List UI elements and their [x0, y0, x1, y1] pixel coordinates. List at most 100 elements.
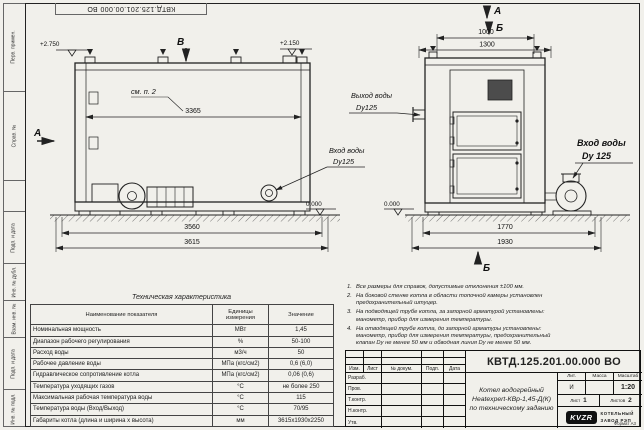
title-block-cell	[444, 351, 466, 358]
boiler-body	[74, 62, 311, 203]
tech-cell: 115	[268, 392, 334, 405]
elevation-marks-left	[56, 48, 336, 216]
lit-label: Лит.	[558, 373, 586, 381]
title-block-cell	[382, 351, 422, 358]
tech-cell: 50	[268, 346, 334, 360]
dim-1770: 1770	[497, 224, 513, 231]
title-block: Изм. Лист № докум. Подп. Дата Разраб. Пр…	[345, 350, 642, 428]
inlet-label-side-1: Вход воды	[329, 146, 365, 155]
role-razrab: Разраб.	[346, 373, 382, 384]
frame-cell: Справ. №	[3, 92, 25, 181]
note-text: На отводящей трубе котла, до запорной ар…	[356, 325, 551, 347]
frame-cell: Инв. № дубл.	[3, 264, 25, 301]
elevation-right-label: +2.150	[280, 40, 300, 47]
frame-cell: Взам. инв. №	[3, 301, 25, 338]
tech-cell: 70/95	[268, 403, 334, 416]
roof-stub	[282, 55, 297, 64]
tech-header-name: Наименование показателя	[30, 303, 213, 326]
tech-cell: Температура воды (Вход/Выход)	[30, 403, 213, 416]
product-title-line3: по техническому заданию	[469, 404, 554, 412]
inlet-flange	[260, 184, 278, 202]
tech-cell: Температура уходящих газов	[30, 380, 213, 394]
tech-cell: Гидравлическое сопротивление котла	[30, 369, 213, 382]
title-block-cell	[382, 395, 422, 406]
section-v-label: В	[177, 37, 184, 48]
role-nkontr: Н.контр.	[346, 406, 382, 417]
notes-list: 1.Все размеры для справок, допустимые от…	[347, 284, 561, 349]
lit-value: И	[558, 381, 586, 395]
title-block-cell	[346, 351, 364, 358]
elevation-mark-end	[384, 208, 414, 216]
tech-cell: %	[212, 335, 269, 348]
title-block-cell	[422, 373, 444, 384]
title-block-cell	[346, 358, 364, 365]
company-name: КОТЕЛЬНЫЙ ЗАВОД РЭП	[601, 411, 634, 423]
tech-cell: Номинальная мощность	[30, 324, 213, 337]
dim-1930: 1930	[497, 239, 513, 246]
tech-cell: Диапазон рабочего регулирования	[30, 335, 213, 348]
leader-lines-end	[349, 112, 633, 179]
section-b-bottom-label: Б	[483, 263, 490, 274]
title-block-cell	[382, 417, 422, 428]
tech-cell: не более 250	[268, 380, 334, 394]
tech-cell: 0,6 (6,0)	[268, 358, 334, 371]
title-block-cell	[364, 351, 382, 358]
dim-3560: 3560	[184, 224, 200, 231]
side-view-dimensions	[55, 114, 329, 252]
top-corner-stamp: КВТД.125.201.00.000 ВО	[55, 3, 207, 15]
scale-label: Масштаб	[614, 373, 642, 381]
tech-header-value: Значение	[268, 303, 334, 326]
role-utv: Утв.	[346, 417, 382, 428]
note-item: 1.Все размеры для справок, допустимые от…	[347, 284, 561, 291]
title-block-cell	[422, 384, 444, 395]
dim-1300: 1300	[479, 42, 495, 49]
format-note: Формат А3	[613, 421, 636, 426]
sheet-cell: Лист 1	[558, 395, 600, 407]
tech-characteristics: Техническая характеристика Наименование …	[30, 294, 334, 428]
company-logo: KVZR	[566, 411, 597, 424]
note-text: Все размеры для справок, допустимые откл…	[356, 284, 525, 290]
elevation-zero-label-left: 0.000	[306, 201, 322, 208]
title-block-cell	[382, 406, 422, 417]
boiler-side-view	[37, 48, 365, 252]
inlet-label-side-2: Dy125	[333, 157, 355, 166]
note-item: 3.На подводящей трубе котла, за запорной…	[347, 309, 561, 324]
sheet-value: 1	[583, 397, 587, 404]
product-title: Котел водогрейный Heatexpert-КВр-1,45-Д(…	[466, 373, 558, 428]
frame-cell: Перв. примен.	[3, 3, 25, 92]
company-name-line2: ЗАВОД РЭП	[600, 417, 632, 423]
section-a-label: А	[33, 128, 41, 139]
support-skid-end	[424, 202, 546, 216]
title-block-cell	[444, 395, 466, 406]
ground-hatch	[50, 215, 340, 222]
sheets-value: 2	[628, 397, 632, 404]
tech-cell: 50-100	[268, 335, 334, 348]
inlet-label-end-1: Вход воды	[577, 138, 626, 148]
note-text: На подводящей трубе котла, за запорной а…	[356, 309, 545, 323]
title-block-cell	[382, 373, 422, 384]
title-block-cell	[364, 358, 382, 365]
role-prov: Пров.	[346, 384, 382, 395]
col-list: Лист	[364, 365, 382, 373]
burner-unit	[91, 182, 197, 216]
mass-value	[586, 381, 614, 395]
tech-table: Наименование показателя Единицы измерени…	[30, 303, 334, 428]
title-block-cell	[444, 406, 466, 417]
col-podp: Подп.	[422, 365, 444, 373]
end-view-dimensions	[411, 34, 602, 252]
see-note-label: см. п. 2	[131, 87, 156, 96]
title-block-cell	[422, 417, 444, 428]
product-title-line1: Котел водогрейный	[479, 387, 544, 395]
tech-header-units: Единицы измерения	[212, 303, 269, 326]
sheets-cell: Листов 2	[600, 395, 642, 407]
tech-cell: 3615х1930х2250	[268, 414, 334, 428]
scale-value: 1:20	[614, 381, 642, 395]
title-block-cell	[422, 358, 444, 365]
control-box	[487, 79, 513, 101]
col-izm: Изм.	[346, 365, 364, 373]
